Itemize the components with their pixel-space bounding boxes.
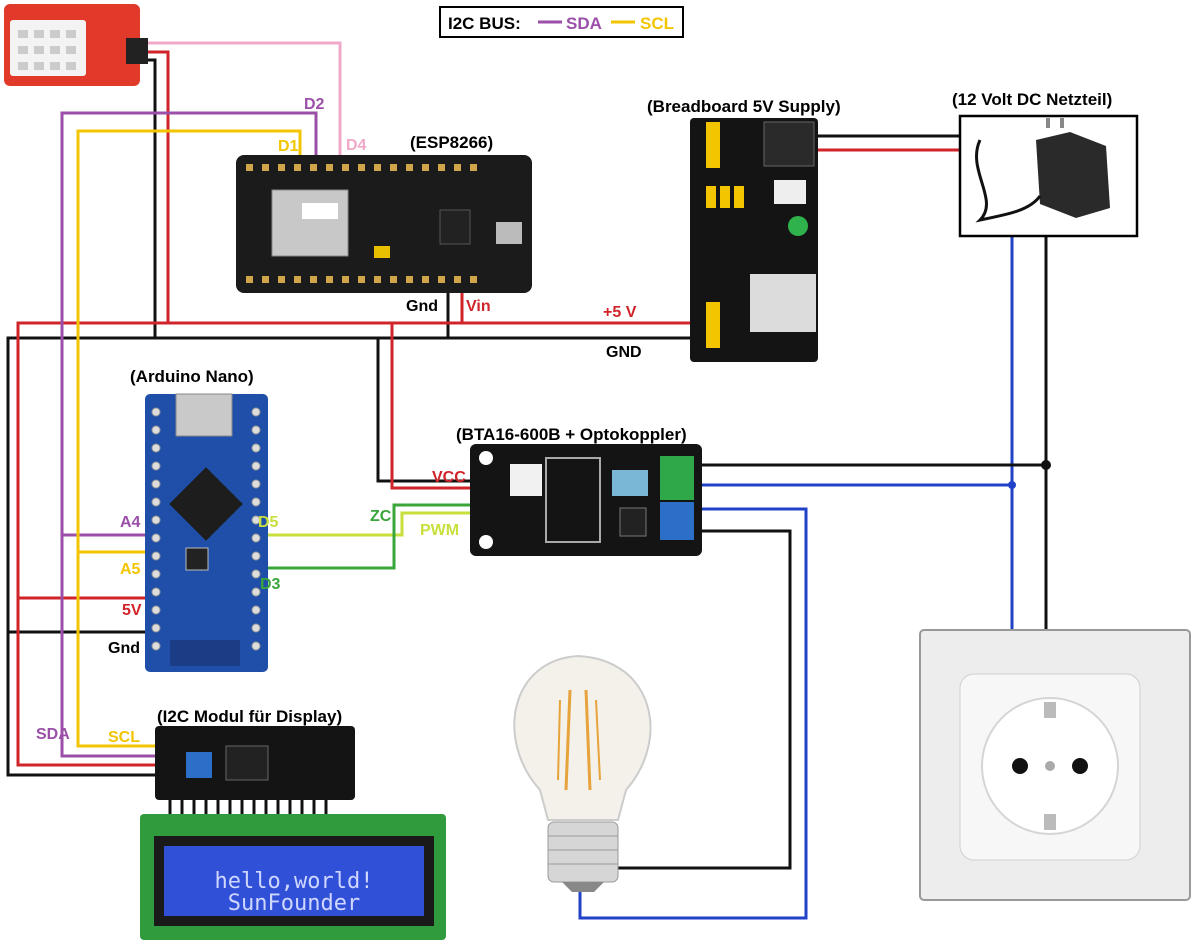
dht-vcc-wire — [145, 50, 170, 323]
power-adapter-box — [958, 114, 1139, 238]
lcd-display: hello,world! SunFounder — [140, 814, 446, 940]
label-d2: D2 — [304, 96, 325, 113]
bta-vcc-wire — [390, 323, 470, 490]
label-esp-gnd: Gnd — [406, 298, 438, 315]
label-d3: D3 — [260, 576, 281, 593]
junction-dot — [1041, 460, 1051, 470]
scl-wire — [76, 129, 302, 748]
dht-gnd-wire — [145, 58, 157, 338]
bta16-dimmer-module — [470, 444, 702, 556]
label-scl: SCL — [108, 729, 140, 746]
legend-sda: SDA — [566, 14, 602, 33]
label-vcc: VCC — [432, 469, 466, 486]
esp-title: (ESP8266) — [410, 133, 493, 152]
i2c-title: (I2C Modul für Display) — [157, 707, 342, 726]
bta-gnd-wire — [376, 338, 470, 483]
gnd-bus-wire — [6, 336, 690, 777]
wall-socket — [919, 629, 1191, 901]
sda-wire — [60, 111, 318, 758]
label-nano-gnd: Gnd — [108, 640, 140, 657]
breadboard-title: (Breadboard 5V Supply) — [647, 97, 841, 116]
zc-wire — [258, 503, 470, 570]
label-nano-5v: 5V — [122, 602, 142, 619]
label-zc: ZC — [370, 508, 392, 525]
legend-title: I2C BUS: — [448, 14, 521, 33]
label-d1: D1 — [278, 138, 299, 155]
bulb-blue-wire — [578, 507, 808, 920]
d4-wire — [145, 41, 342, 157]
netzteil-title: (12 Volt DC Netzteil) — [952, 90, 1112, 109]
esp8266-board — [236, 155, 532, 293]
pwm-wire — [258, 511, 470, 537]
label-d4: D4 — [346, 137, 367, 154]
labels: (ESP8266) (Breadboard 5V Supply) (12 Vol… — [36, 90, 1112, 746]
label-esp-vin: Vin — [466, 298, 491, 315]
label-plus5v: +5 V — [603, 304, 637, 321]
label-gnd: GND — [606, 344, 642, 361]
label-sda: SDA — [36, 726, 70, 743]
nano-title: (Arduino Nano) — [130, 367, 254, 386]
legend-scl: SCL — [640, 14, 674, 33]
lcd-line-1: hello,world! — [215, 869, 374, 894]
breadboard-supply-board — [690, 118, 818, 362]
i2c-bus-legend: I2C BUS: SDA SCL — [439, 6, 684, 38]
label-a5: A5 — [120, 561, 141, 578]
wires — [6, 41, 1048, 920]
light-bulb — [513, 654, 652, 892]
i2c-display-module — [155, 726, 355, 820]
junction-dot — [1008, 481, 1016, 489]
bulb-black-wire — [612, 529, 792, 870]
dht22-sensor — [4, 4, 148, 86]
lcd-line-2: SunFounder — [228, 891, 360, 916]
plus5v-bus-wire — [16, 321, 690, 767]
label-pwm: PWM — [420, 522, 459, 539]
label-d5: D5 — [258, 514, 279, 531]
bta-title: (BTA16-600B + Optokoppler) — [456, 425, 687, 444]
arduino-nano-board — [145, 393, 268, 672]
label-a4: A4 — [120, 514, 141, 531]
